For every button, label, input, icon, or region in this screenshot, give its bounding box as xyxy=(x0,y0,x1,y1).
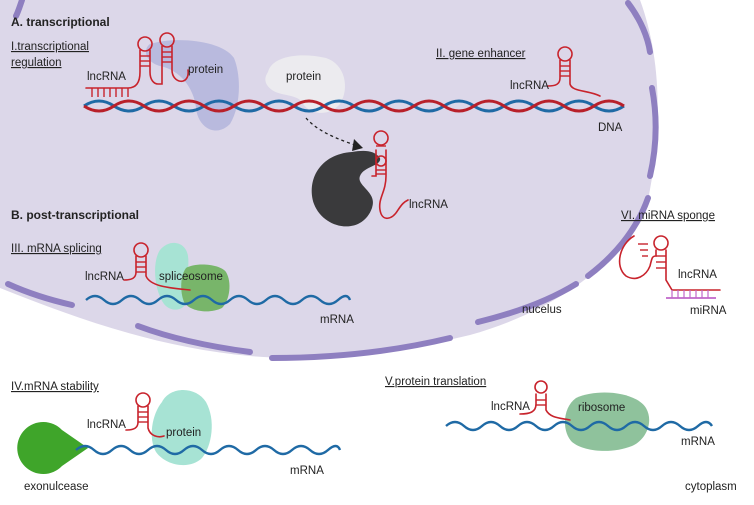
label-cytoplasm: cytoplasm xyxy=(685,481,737,493)
section-mrna-stability: IV.mRNA stability xyxy=(11,381,99,393)
label-protein-1: protein xyxy=(188,64,223,76)
protein-dark xyxy=(311,150,381,227)
section-protein-translation: V.protein translation xyxy=(385,376,486,388)
dna-helix xyxy=(83,99,625,113)
lncrna-hairpins-6 xyxy=(618,235,721,291)
protein-blob-grey xyxy=(265,55,346,113)
heading-transcriptional: A. transcriptional xyxy=(11,15,110,29)
mrna-strand-2 xyxy=(75,444,342,456)
lncrna-hairpin-4 xyxy=(123,242,191,291)
lncrna-hairpin-7 xyxy=(519,380,571,421)
label-ribosome: ribosome xyxy=(578,402,625,414)
arrow-head-icon xyxy=(352,139,363,151)
label-protein-2: protein xyxy=(286,71,321,83)
ribosome xyxy=(564,392,650,451)
section-transcriptional-regulation: I.transcriptional xyxy=(11,41,89,53)
mrna-strand-3 xyxy=(445,420,714,432)
label-nucleus: nucelus xyxy=(522,304,562,316)
label-mrna-1: mRNA xyxy=(320,314,354,326)
label-exonuclease: exonulcease xyxy=(24,481,89,493)
mirna-strand xyxy=(666,290,716,299)
exonuclease-pacman-icon xyxy=(17,422,88,475)
label-spliceosome: spliceosome xyxy=(159,271,223,283)
lncrna-hairpins-1 xyxy=(85,32,189,97)
section-gene-enhancer: II. gene enhancer xyxy=(436,48,526,60)
label-mirna: miRNA xyxy=(690,305,727,317)
label-mrna-3: mRNA xyxy=(681,436,715,448)
spliceosome-teal xyxy=(155,242,189,310)
label-dna: DNA xyxy=(598,122,623,134)
label-lncrna-3: lncRNA xyxy=(409,199,448,211)
lncrna-hairpin-5 xyxy=(125,392,165,438)
section-mirna-sponge: VI. miRNA sponge xyxy=(621,210,715,222)
label-lncrna-5: lncRNA xyxy=(87,419,126,431)
nuclear-membrane xyxy=(5,0,659,361)
label-mrna-2: mRNA xyxy=(290,465,324,477)
label-lncrna-4: lncRNA xyxy=(85,271,124,283)
lncrna-hairpin-3 xyxy=(371,130,409,220)
label-lncrna-6: lncRNA xyxy=(678,269,717,281)
heading-post-transcriptional: B. post-transcriptional xyxy=(11,208,139,222)
label-lncrna-1: lncRNA xyxy=(87,71,126,83)
lncrna-hairpin-2 xyxy=(547,46,601,97)
label-protein-3: protein xyxy=(166,427,201,439)
section-transcriptional-regulation-2: regulation xyxy=(11,57,62,69)
label-lncrna-7: lncRNA xyxy=(491,401,530,413)
mrna-strand-1 xyxy=(85,294,352,306)
label-lncrna-2: lncRNA xyxy=(510,80,549,92)
section-mrna-splicing: III. mRNA splicing xyxy=(11,243,102,255)
